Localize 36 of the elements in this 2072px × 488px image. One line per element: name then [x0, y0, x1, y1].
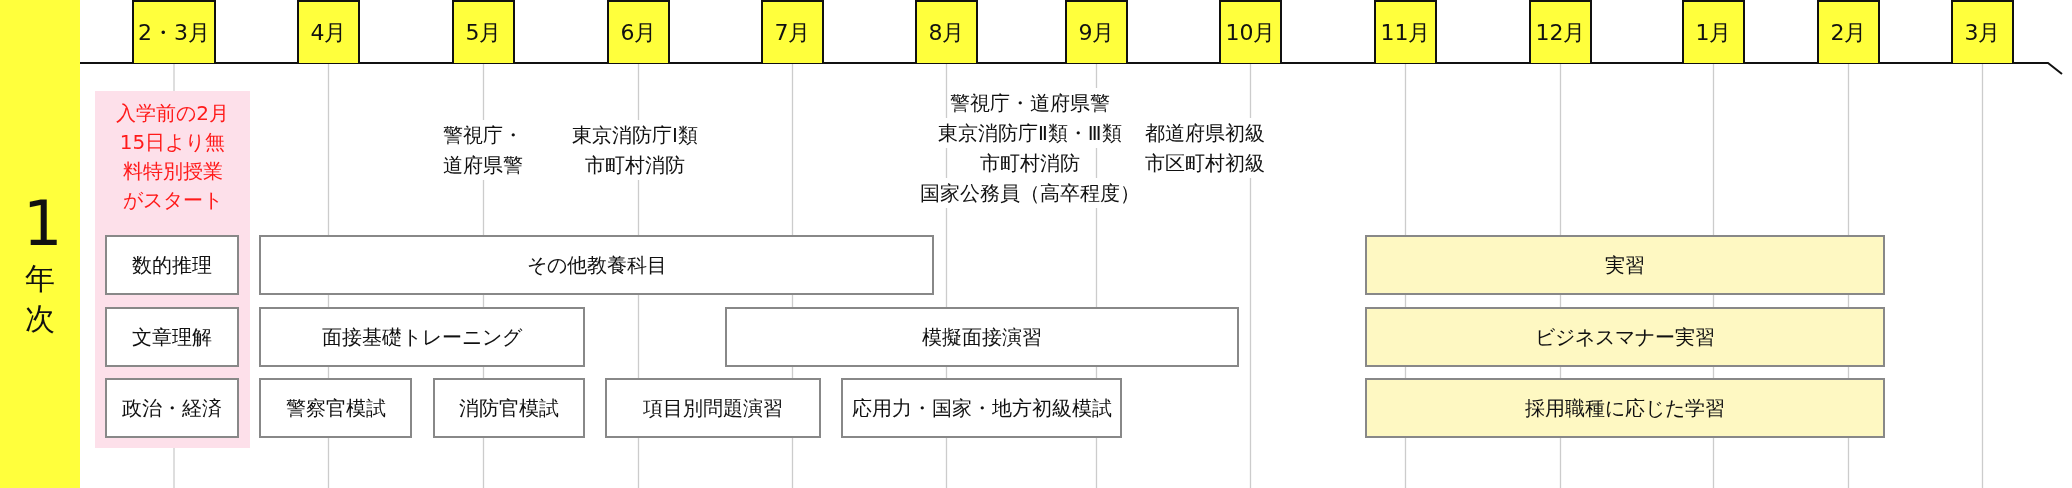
exam-note: 市町村消防	[583, 150, 687, 180]
schedule-box: 警察官模試	[259, 378, 412, 438]
schedule-box: 模擬面接演習	[725, 307, 1239, 367]
schedule-box: その他教養科目	[259, 235, 934, 295]
schedule-box: ビジネスマナー実習	[1365, 307, 1885, 367]
schedule-box: 応用力・国家・地方初級模試	[841, 378, 1122, 438]
schedule-box: 採用職種に応じた学習	[1365, 378, 1885, 438]
exam-note: 警視庁・道府県警	[948, 88, 1112, 118]
schedule-box: 消防官模試	[433, 378, 585, 438]
month-marker: 2・3月	[132, 0, 216, 63]
schedule-box: 政治・経済	[105, 378, 239, 438]
month-marker: 1月	[1682, 0, 1745, 63]
schedule-box: 実習	[1365, 235, 1885, 295]
exam-note: 市区町村初級	[1143, 148, 1267, 178]
schedule-box: 文章理解	[105, 307, 239, 367]
month-marker: 9月	[1065, 0, 1128, 63]
month-marker: 3月	[1951, 0, 2014, 63]
exam-note: 東京消防庁Ⅱ類・Ⅲ類	[936, 118, 1124, 148]
schedule-box: 面接基礎トレーニング	[259, 307, 585, 367]
exam-note: 東京消防庁Ⅰ類	[570, 120, 700, 150]
month-marker: 12月	[1529, 0, 1592, 63]
exam-note: 都道府県初級	[1143, 118, 1267, 148]
year-label: 1年次	[23, 189, 57, 338]
schedule-box: 項目別問題演習	[605, 378, 821, 438]
schedule-box: 数的推理	[105, 235, 239, 295]
month-marker: 2月	[1817, 0, 1880, 63]
month-marker: 11月	[1374, 0, 1437, 63]
month-marker: 4月	[297, 0, 360, 63]
year-band	[0, 0, 80, 488]
month-marker: 7月	[761, 0, 824, 63]
month-marker: 6月	[607, 0, 670, 63]
note-text: 入学前の2月15日より無料特別授業がスタート	[115, 100, 230, 214]
month-marker: 8月	[915, 0, 978, 63]
month-marker: 10月	[1219, 0, 1282, 63]
note-panel	[95, 91, 250, 448]
month-marker: 5月	[452, 0, 515, 63]
